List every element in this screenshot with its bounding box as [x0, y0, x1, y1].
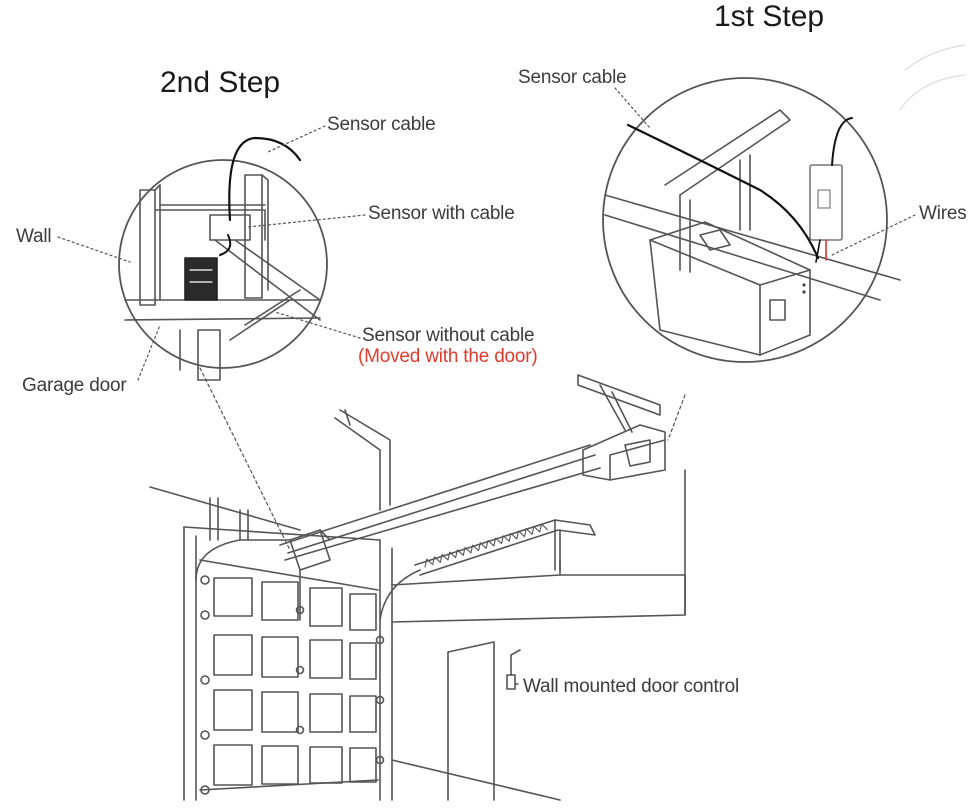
- label-wall-control: Wall mounted door control: [523, 676, 740, 697]
- wall-control: [506, 649, 521, 690]
- right-detail: [604, 109, 901, 356]
- label-wires: Wires: [919, 203, 967, 224]
- step-2-title: 2nd Step: [160, 66, 281, 99]
- label-wall: Wall: [16, 226, 52, 247]
- label-sensor-without-cable: Sensor without cable: [362, 325, 535, 346]
- left-detail: [124, 174, 321, 381]
- detail-circle-left: [118, 159, 328, 369]
- spring: [424, 523, 548, 568]
- label-sensor-cable-right: Sensor cable: [518, 67, 627, 88]
- label-garage-door: Garage door: [22, 375, 127, 396]
- opener-rail: [279, 374, 666, 576]
- garage-door: [195, 529, 421, 795]
- label-moved-with-door: (Moved with the door): [358, 346, 538, 367]
- detail-circle-right: [602, 77, 888, 363]
- label-sensor-cable-left: Sensor cable: [327, 114, 436, 135]
- step-1-title: 1st Step: [714, 0, 825, 33]
- label-sensor-with-cable: Sensor with cable: [368, 203, 515, 224]
